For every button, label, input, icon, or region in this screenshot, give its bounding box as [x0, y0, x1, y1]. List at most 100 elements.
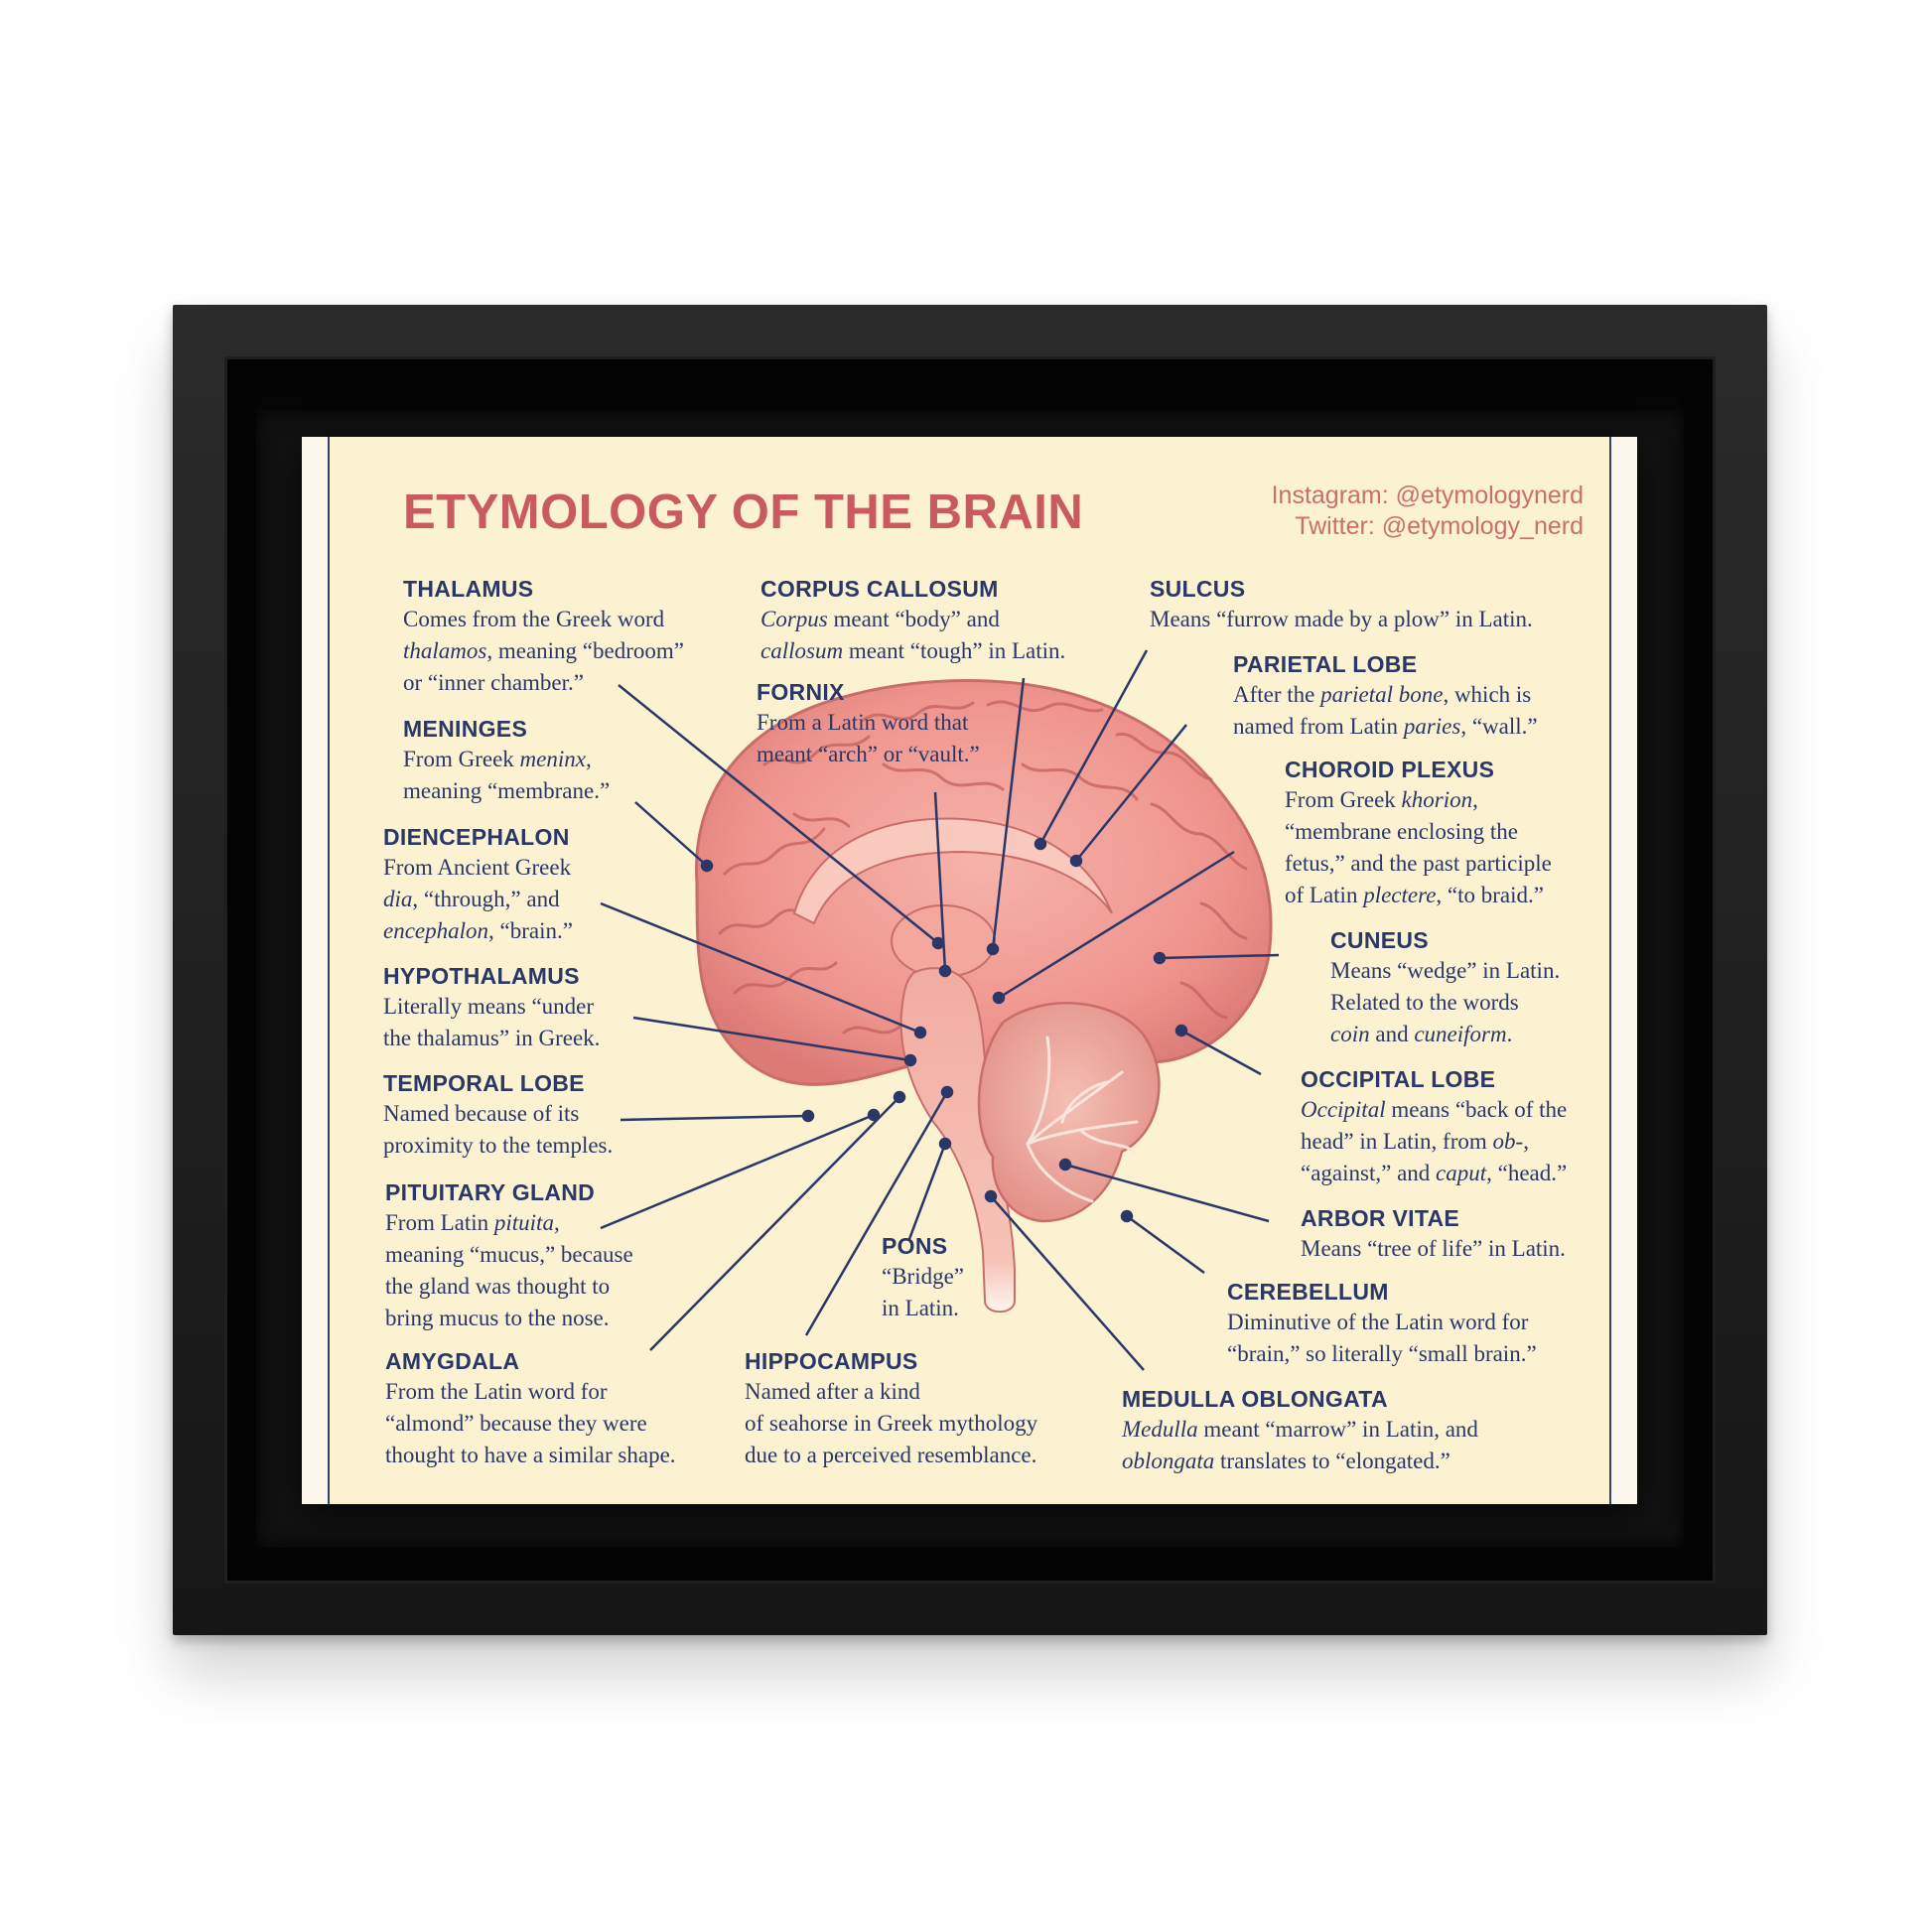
instagram-handle: Instagram: @etymologynerd	[1271, 482, 1584, 509]
entry-line: Related to the words	[1330, 990, 1519, 1015]
entry-occipital-lobe: OCCIPITAL LOBE Occipital means “back of …	[1301, 1064, 1567, 1189]
entry-line: the thalamus” in Greek.	[383, 1026, 601, 1050]
entry-line: coin and cuneiform.	[1330, 1022, 1513, 1046]
entry-line: “against,” and caput, “head.”	[1301, 1161, 1568, 1185]
line-sulcus	[1038, 649, 1149, 845]
entry-line: Named because of its	[383, 1101, 580, 1126]
entry-line: the gland was thought to	[385, 1274, 611, 1299]
brain-stem	[899, 967, 1016, 1313]
social-handles: Instagram: @etymologynerd Twitter: @etym…	[1272, 481, 1584, 542]
entry-line: From a Latin word that	[757, 710, 969, 735]
poster-right-rule	[1609, 437, 1611, 1504]
line-arbor-vitae	[1064, 1163, 1270, 1223]
entry-line: Corpus meant “body” and	[760, 607, 1000, 631]
line-medulla	[990, 1195, 1145, 1371]
brain-illustration	[695, 679, 1273, 1313]
line-pituitary	[600, 1113, 875, 1230]
entry-heading: PITUITARY GLAND	[385, 1179, 596, 1205]
entry-line: fetus,” and the past participle	[1285, 851, 1552, 876]
line-meninges	[634, 801, 708, 867]
entry-line: proximity to the temples.	[383, 1133, 614, 1158]
poster-title: ETYMOLOGY OF THE BRAIN	[403, 485, 1084, 539]
entry-line: meaning “mucus,” because	[385, 1242, 633, 1267]
entry-line: head” in Latin, from ob-,	[1301, 1129, 1529, 1154]
poster-canvas: ETYMOLOGY OF THE BRAIN Instagram: @etymo…	[302, 437, 1637, 1504]
line-cuneus	[1159, 953, 1280, 960]
entry-pons: PONS “Bridge” in Latin.	[882, 1231, 964, 1324]
entry-heading: DIENCEPHALON	[383, 824, 570, 850]
entry-heading: OCCIPITAL LOBE	[1301, 1066, 1496, 1092]
line-corpus-callosum	[991, 677, 1026, 950]
line-occipital-lobe	[1180, 1029, 1262, 1076]
entry-heading: TEMPORAL LOBE	[383, 1070, 585, 1096]
entry-line: Means “tree of life” in Latin.	[1301, 1236, 1566, 1261]
entry-heading: SULCUS	[1150, 576, 1246, 602]
entry-line: dia, “through,” and	[383, 887, 560, 911]
entry-heading: PONS	[882, 1233, 948, 1259]
entry-line: named from Latin paries, “wall.”	[1233, 714, 1538, 739]
entry-sulcus: SULCUS Means “furrow made by a plow” in …	[1150, 574, 1533, 635]
entry-line: From Greek khorion,	[1285, 787, 1478, 812]
entry-line: oblongata translates to “elongated.”	[1122, 1449, 1450, 1473]
entry-amygdala: AMYGDALA From the Latin word for “almond…	[385, 1346, 676, 1471]
entry-hypothalamus: HYPOTHALAMUS Literally means “under the …	[383, 961, 600, 1054]
entry-heading: THALAMUS	[403, 576, 534, 602]
entry-heading: FORNIX	[757, 679, 845, 705]
entry-temporal-lobe: TEMPORAL LOBE Named because of its proxi…	[383, 1068, 613, 1162]
entry-cerebellum: CEREBELLUM Diminutive of the Latin word …	[1227, 1277, 1537, 1370]
entry-heading: PARIETAL LOBE	[1233, 651, 1418, 677]
entry-line: bring mucus to the nose.	[385, 1306, 610, 1330]
entry-pituitary-gland: PITUITARY GLAND From Latin pituita, mean…	[385, 1177, 633, 1334]
entry-line: in Latin.	[882, 1296, 959, 1320]
entry-heading: MEDULLA OBLONGATA	[1122, 1386, 1388, 1412]
entry-line: meant “arch” or “vault.”	[757, 742, 980, 766]
line-parietal-lobe	[1075, 724, 1187, 862]
entry-heading: AMYGDALA	[385, 1348, 520, 1374]
entry-line: encephalon, “brain.”	[383, 918, 573, 943]
arbor-vitae-shape	[1026, 1035, 1139, 1203]
line-pons	[907, 1143, 947, 1240]
entry-line: of Latin plectere, “to braid.”	[1285, 883, 1544, 907]
entry-fornix: FORNIX From a Latin word that meant “arc…	[757, 677, 980, 770]
entry-line: From Ancient Greek	[383, 855, 572, 880]
entry-parietal-lobe: PARIETAL LOBE After the parietal bone, w…	[1233, 649, 1538, 743]
entry-hippocampus: HIPPOCAMPUS Named after a kind of seahor…	[745, 1346, 1037, 1471]
entry-line: Literally means “under	[383, 994, 595, 1019]
entry-line: Means “furrow made by a plow” in Latin.	[1150, 607, 1533, 631]
line-temporal-lobe	[620, 1114, 809, 1122]
entry-diencephalon: DIENCEPHALON From Ancient Greek dia, “th…	[383, 822, 573, 947]
entry-line: Occipital means “back of the	[1301, 1097, 1568, 1122]
entry-line: From Latin pituita,	[385, 1210, 560, 1235]
entry-thalamus: THALAMUS Comes from the Greek word thala…	[403, 574, 684, 699]
entry-corpus-callosum: CORPUS CALLOSUM Corpus meant “body” and …	[760, 574, 1065, 667]
entry-arbor-vitae: ARBOR VITAE Means “tree of life” in Lati…	[1301, 1203, 1566, 1265]
entry-line: of seahorse in Greek mythology	[745, 1411, 1038, 1436]
entry-medulla-oblongata: MEDULLA OBLONGATA Medulla meant “marrow”…	[1122, 1384, 1478, 1477]
entry-line: thought to have a similar shape.	[385, 1443, 676, 1467]
entry-heading: HIPPOCAMPUS	[745, 1348, 918, 1374]
entry-line: due to a perceived resemblance.	[745, 1443, 1037, 1467]
entry-line: From Greek meninx,	[403, 747, 592, 771]
line-fornix	[933, 791, 947, 972]
entry-line: “membrane enclosing the	[1285, 819, 1519, 844]
entry-line: “almond” because they were	[385, 1411, 647, 1436]
entry-line: “Bridge”	[882, 1264, 965, 1289]
entry-line: thalamos, meaning “bedroom”	[403, 638, 684, 663]
corpus-callosum-shape	[792, 817, 1113, 925]
entry-line: Comes from the Greek word	[403, 607, 665, 631]
entry-heading: CHOROID PLEXUS	[1285, 757, 1495, 782]
entry-line: Diminutive of the Latin word for	[1227, 1310, 1529, 1334]
entry-line: callosum meant “tough” in Latin.	[760, 638, 1066, 663]
cerebrum	[695, 679, 1273, 1086]
entry-line: meaning “membrane.”	[403, 778, 611, 803]
entry-line: After the parietal bone, which is	[1233, 682, 1532, 707]
entry-line: Named after a kind	[745, 1379, 920, 1404]
entry-heading: CORPUS CALLOSUM	[760, 576, 999, 602]
line-diencephalon	[600, 901, 921, 1035]
line-hypothalamus	[632, 1016, 911, 1062]
entry-line: From the Latin word for	[385, 1379, 608, 1404]
poster-left-rule	[328, 437, 330, 1504]
line-choroid-plexus	[998, 850, 1235, 1000]
leader-lines	[600, 649, 1280, 1371]
entry-line: “brain,” so literally “small brain.”	[1227, 1341, 1537, 1366]
